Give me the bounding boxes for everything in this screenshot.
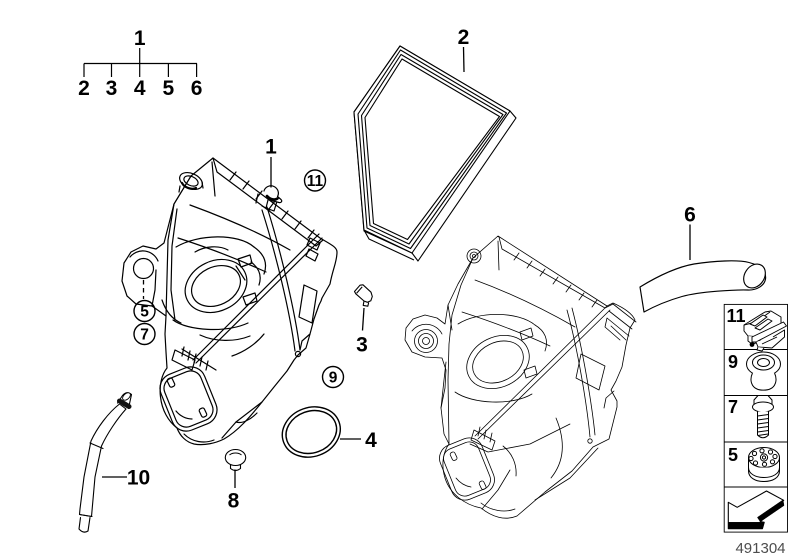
svg-text:1: 1	[265, 136, 277, 159]
svg-text:6: 6	[684, 204, 696, 227]
svg-text:3: 3	[356, 334, 368, 357]
svg-text:11: 11	[307, 173, 324, 190]
svg-text:9: 9	[329, 370, 338, 387]
svg-text:11: 11	[727, 306, 746, 326]
svg-text:7: 7	[140, 327, 149, 344]
svg-text:4: 4	[365, 429, 377, 452]
svg-text:6: 6	[191, 77, 203, 100]
svg-text:8: 8	[228, 490, 240, 513]
svg-text:5: 5	[163, 77, 175, 100]
svg-text:2: 2	[458, 26, 470, 49]
svg-text:1: 1	[134, 27, 146, 50]
svg-text:9: 9	[728, 352, 738, 372]
svg-text:5: 5	[728, 445, 738, 465]
svg-text:10: 10	[127, 467, 150, 490]
svg-text:3: 3	[106, 77, 118, 100]
svg-text:5: 5	[140, 304, 149, 321]
svg-text:7: 7	[728, 397, 738, 417]
svg-text:4: 4	[134, 77, 146, 100]
svg-text:2: 2	[78, 77, 90, 100]
svg-text:491304: 491304	[735, 540, 785, 557]
